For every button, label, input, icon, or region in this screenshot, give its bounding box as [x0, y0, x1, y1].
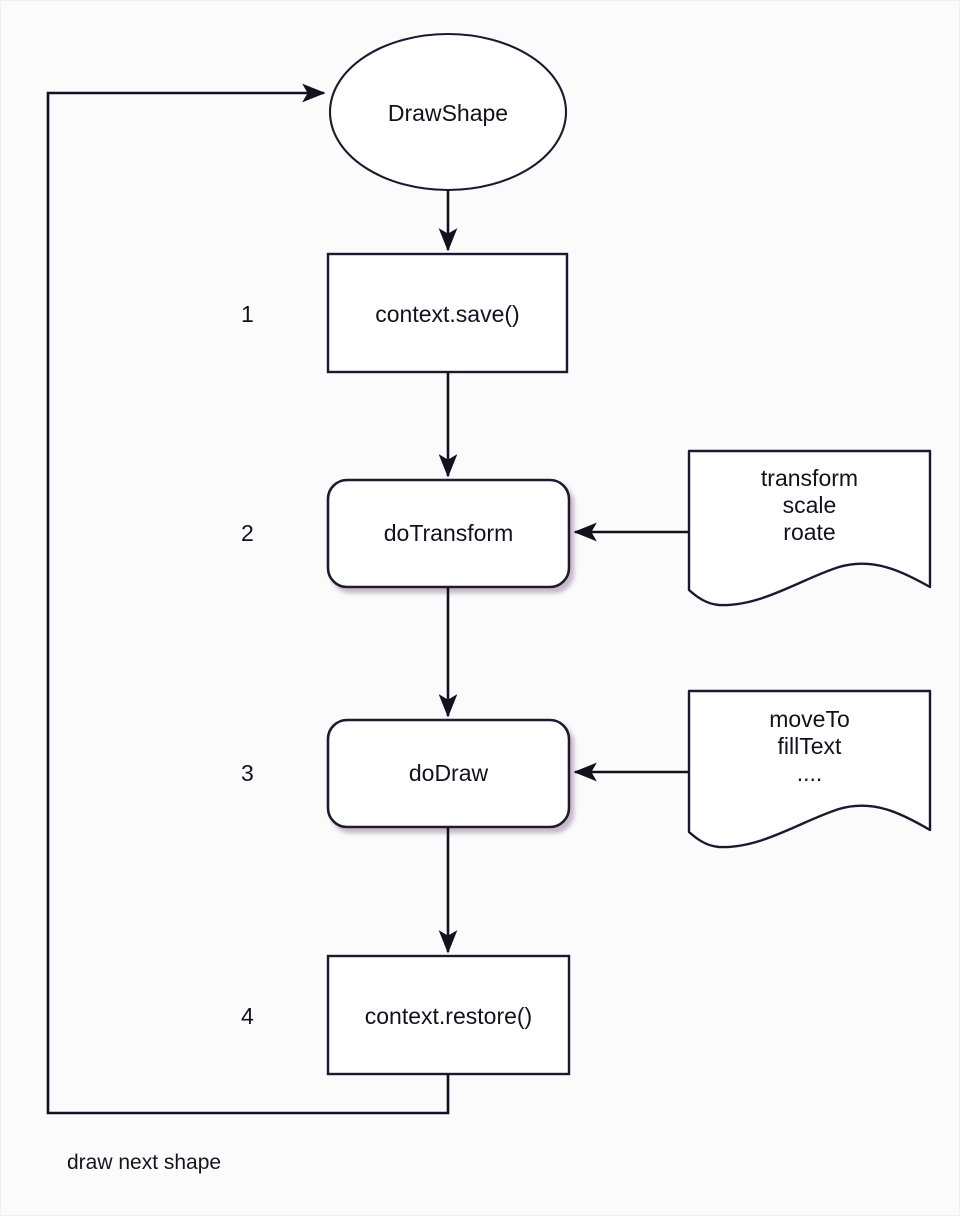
step-1-box [326, 252, 569, 374]
connector-loop-back-to-start [46, 83, 450, 1115]
note-2-document-shape [687, 689, 932, 849]
start-node-ellipse [328, 32, 568, 192]
note-1-document-shape [687, 449, 932, 607]
step-4-box [326, 954, 571, 1076]
step-3-box [326, 718, 571, 829]
step-2-box [326, 478, 571, 589]
